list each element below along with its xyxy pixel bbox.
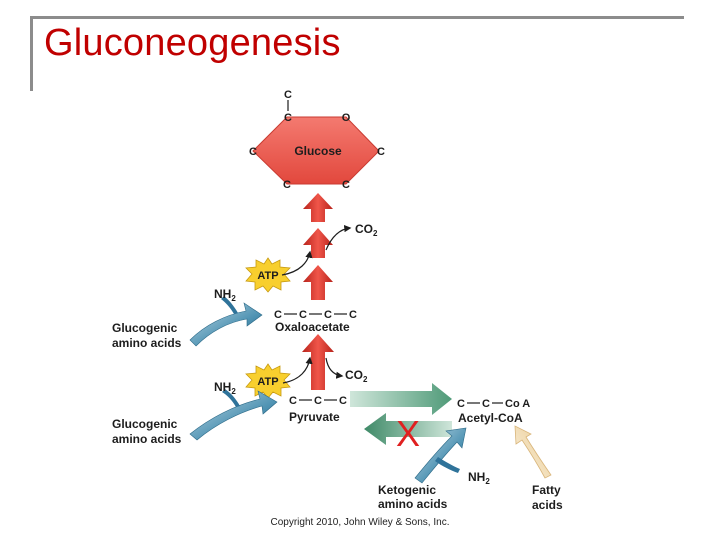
co2-label-lower: CO2 — [345, 368, 368, 384]
ketogenic-label: Ketogenic amino acids — [378, 483, 448, 511]
ketogenic-arrow-body — [414, 427, 467, 484]
oxaloacetate-c1: C — [274, 309, 282, 321]
glucose-label: Glucose — [294, 144, 342, 158]
atp-label-upper: ATP — [257, 270, 278, 282]
fatty-acids-arrow — [514, 425, 552, 479]
nh2-label-ketogenic: NH2 — [468, 470, 490, 486]
glucogenic-arrow-lower — [189, 389, 278, 441]
acetyl-coa-c1: C — [457, 398, 465, 410]
co2-label-upper: CO2 — [355, 222, 378, 238]
pyruvate-c3: C — [339, 395, 347, 407]
glucogenic-arrow-lower-branch — [222, 389, 240, 407]
acetylcoa-to-pyruvate-blocked-arrow — [364, 413, 452, 445]
pathway-arrow-2 — [303, 228, 333, 258]
atp-label-lower: ATP — [257, 376, 278, 388]
pathway-arrow-1 — [303, 193, 333, 222]
oxaloacetate-label: Oxaloacetate — [275, 320, 350, 334]
glucogenic-label-lower: Glucogenic amino acids — [112, 417, 182, 446]
co2-release-arrow-upper — [325, 224, 352, 251]
pathway-arrow-3 — [303, 265, 333, 300]
atp-upper: ATP — [245, 257, 291, 293]
pyruvate-c2: C — [314, 395, 322, 407]
glucose-c5-label: C — [284, 112, 292, 124]
glucose-c3-label: C — [283, 179, 291, 191]
ketogenic-arrow — [414, 427, 467, 484]
oxaloacetate-c3: C — [324, 309, 332, 321]
slide-title: Gluconeogenesis — [44, 22, 341, 64]
nh2-label-upper: NH2 — [214, 287, 236, 303]
pathway-arrow-4 — [302, 334, 334, 390]
pyruvate-label: Pyruvate — [289, 410, 340, 424]
atp-lower: ATP — [245, 363, 291, 399]
acetyl-coa-c2: C — [482, 398, 490, 410]
ketogenic-arrow-branch — [435, 457, 460, 473]
glucogenic-label-upper: Glucogenic amino acids — [112, 321, 182, 350]
pyruvate-to-acetylcoa-arrow — [350, 383, 452, 415]
atp-consumption-arrow-upper — [281, 250, 313, 276]
fatty-acids-label: Fatty acids — [532, 483, 564, 512]
pyruvate: C C C Pyruvate — [289, 395, 347, 424]
glucogenic-arrow-upper-branch — [221, 296, 238, 314]
nh2-label-lower: NH2 — [214, 380, 236, 396]
oxaloacetate-c4: C — [349, 309, 357, 321]
glucose-c4-label: C — [249, 146, 257, 158]
glucose-c1-label: C — [377, 146, 385, 158]
pyruvate-c1: C — [289, 395, 297, 407]
glucogenic-arrow-lower-body — [189, 390, 278, 441]
glucose-c6-label: C — [284, 89, 292, 101]
glucose-ring — [252, 116, 380, 185]
glucose-molecule: C C O C C C C Glucose — [249, 89, 385, 191]
oxaloacetate-c2: C — [299, 309, 307, 321]
blocked-reaction-mark: X — [396, 413, 420, 454]
acetyl-coa-coa: Co A — [505, 398, 530, 410]
acetyl-coa-label: Acetyl-CoA — [458, 411, 523, 425]
co2-release-arrow-lower — [325, 357, 344, 379]
oxaloacetate: C C C C Oxaloacetate — [274, 309, 357, 334]
acetyl-coa: C C Co A Acetyl-CoA — [457, 398, 530, 425]
atp-starburst-upper — [245, 257, 291, 293]
slide-frame-left — [30, 16, 33, 91]
glucogenic-arrow-upper-body — [189, 302, 263, 347]
copyright-notice: Copyright 2010, John Wiley & Sons, Inc. — [270, 517, 450, 528]
pathway-arrows — [302, 193, 334, 390]
slide-frame-top — [30, 16, 684, 19]
glucogenic-arrow-upper — [189, 296, 263, 347]
glucose-c2-label: C — [342, 179, 350, 191]
glucose-o-label: O — [342, 112, 351, 124]
atp-consumption-arrow-lower — [282, 356, 313, 384]
